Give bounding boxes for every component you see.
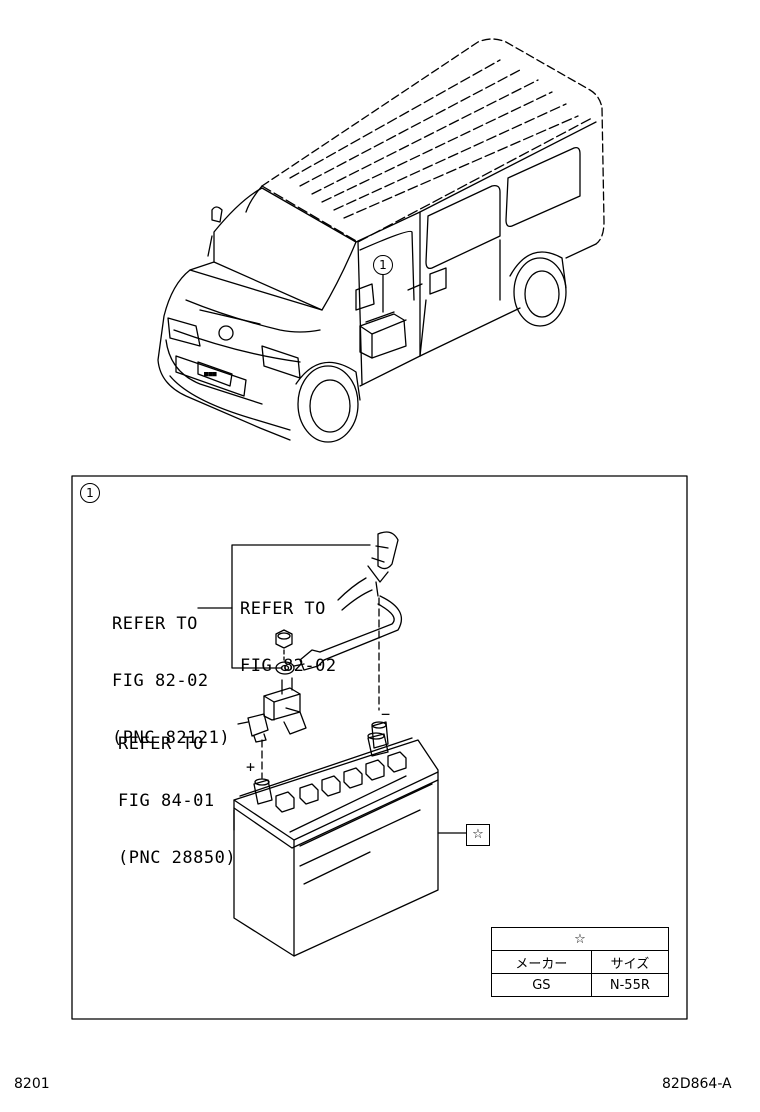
cell-size: N-55R <box>590 973 670 997</box>
footer-page-code: 8201 <box>14 1076 50 1092</box>
svg-text:■■■: ■■■ <box>204 370 217 378</box>
callout-1-frame: 1 <box>80 483 100 503</box>
refer-label-line: (PNC 28850) <box>118 848 237 868</box>
refer-label-line: (PNC 82121) <box>112 728 231 748</box>
table-header-star: ☆ <box>491 927 669 951</box>
table-header-row: ☆ <box>491 927 669 951</box>
table-row: GS N-55R <box>491 973 670 997</box>
callout-1-van: 1 <box>373 255 393 275</box>
column-size: サイズ <box>590 950 670 974</box>
refer-label-line: REFER TO <box>112 614 198 634</box>
star-marker-box: ☆ <box>466 824 490 846</box>
refer-label-line: REFER TO <box>118 734 204 754</box>
refer-label-line: FIG 84-01 <box>118 791 215 811</box>
table-column-row: メーカー サイズ <box>491 950 670 974</box>
footer-figure-code: 82D864-A <box>662 1076 732 1092</box>
negative-terminal-label: − <box>381 705 391 723</box>
refer-label-line: FIG 82-02 <box>112 671 209 691</box>
van-illustration: ■■■ <box>157 38 605 443</box>
battery-spec-table: ☆ メーカー サイズ GS N-55R <box>491 927 670 997</box>
battery-illustration <box>233 732 439 957</box>
refer-bracket <box>231 544 371 669</box>
refer-label-82-02-pnc-82121: REFER TO FIG 82-02 (PNC 82121) <box>112 577 230 767</box>
cell-maker: GS <box>491 973 592 997</box>
refer-label-84-01-pnc-28850: REFER TO FIG 84-01 (PNC 28850) <box>118 697 236 887</box>
refer-label-line: REFER TO <box>240 599 326 619</box>
refer-label-line: FIG 82-02 <box>240 656 337 676</box>
positive-terminal-label: + <box>246 758 256 776</box>
detail-frame <box>71 475 688 1020</box>
column-maker: メーカー <box>491 950 592 974</box>
refer-label-82-02: REFER TO FIG 82-02 <box>240 562 337 695</box>
